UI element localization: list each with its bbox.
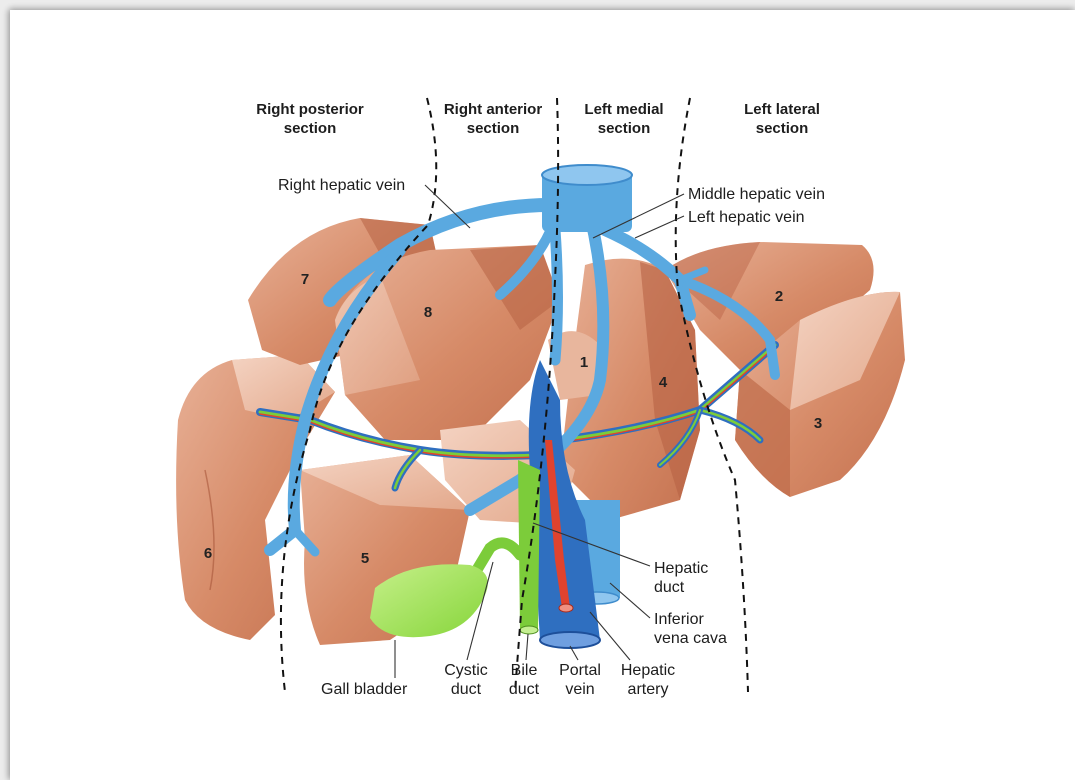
label-gall-bladder: Gall bladder [321,681,408,698]
section-header-left-lateral: Left lateral section [744,101,820,137]
label-middle-hepatic-vein: Middle hepatic vein [688,186,825,203]
label-right-hepatic-vein: Right hepatic vein [278,177,405,194]
svg-text:Hepatic: Hepatic [621,662,675,679]
svg-text:Inferior: Inferior [654,611,704,628]
label-hepatic-duct: Hepatic duct [654,560,708,596]
segment-label-7: 7 [301,271,309,288]
segment-label-6: 6 [204,545,212,562]
svg-text:Cystic: Cystic [444,662,488,679]
svg-text:section: section [756,120,809,137]
segment-label-3: 3 [814,415,822,432]
svg-text:Left lateral: Left lateral [744,101,820,118]
svg-text:artery: artery [628,681,669,698]
svg-text:Bile: Bile [511,662,538,679]
label-hepatic-artery: Hepatic artery [621,662,675,698]
segment-label-8: 8 [424,304,432,321]
svg-text:vein: vein [565,681,594,698]
label-bile-duct: Bile duct [509,662,540,698]
svg-text:duct: duct [509,681,540,698]
segment-label-2: 2 [775,288,783,305]
segment-label-5: 5 [361,550,369,567]
svg-text:section: section [284,120,337,137]
svg-text:vena cava: vena cava [654,630,727,647]
svg-text:section: section [598,120,651,137]
label-inferior-vena-cava: Inferior vena cava [654,611,727,647]
segment-label-1: 1 [580,354,588,371]
section-header-left-medial: Left medial section [584,101,663,137]
svg-text:Portal: Portal [559,662,601,679]
svg-text:section: section [467,120,520,137]
svg-text:Right anterior: Right anterior [444,101,542,118]
label-cystic-duct: Cystic duct [444,662,488,698]
label-left-hepatic-vein: Left hepatic vein [688,209,805,226]
svg-text:duct: duct [451,681,482,698]
section-header-right-posterior: Right posterior section [256,101,364,137]
cystic-duct [478,543,520,568]
svg-text:Right posterior: Right posterior [256,101,364,118]
svg-text:duct: duct [654,579,685,596]
svg-text:Hepatic: Hepatic [654,560,708,577]
segment-label-4: 4 [659,374,668,391]
label-portal-vein: Portal vein [559,662,601,698]
svg-text:Left medial: Left medial [584,101,663,118]
section-header-right-anterior: Right anterior section [444,101,542,137]
